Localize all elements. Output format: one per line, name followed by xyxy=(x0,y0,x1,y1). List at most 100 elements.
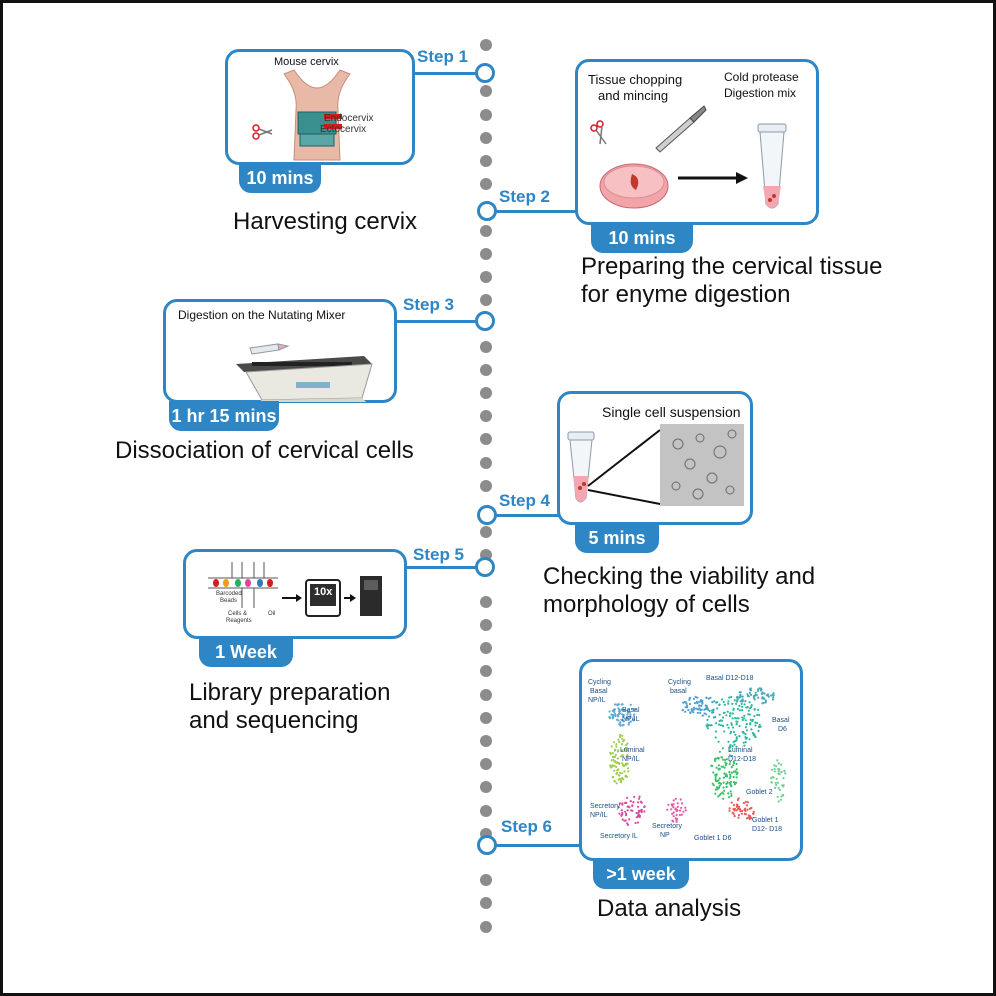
umap-point xyxy=(738,735,741,738)
umap-point xyxy=(750,728,753,731)
umap-point xyxy=(712,784,715,787)
umap-point xyxy=(736,707,740,710)
umap-point xyxy=(622,740,625,743)
endocervix-label: Endocervix xyxy=(324,113,374,124)
umap-point xyxy=(714,759,717,762)
umap-point xyxy=(706,723,709,726)
umap-point xyxy=(723,711,726,714)
umap-point xyxy=(728,714,731,718)
umap-point xyxy=(740,812,743,815)
timeline-dot xyxy=(480,758,492,771)
umap-point xyxy=(773,767,776,771)
oil-label: Oil xyxy=(268,611,276,617)
umap-cluster-label: Basal xyxy=(590,688,608,695)
umap-point xyxy=(621,803,624,806)
umap-point xyxy=(708,709,711,713)
umap-point xyxy=(613,760,616,763)
umap-point xyxy=(688,698,691,701)
umap-point xyxy=(703,712,706,715)
umap-point xyxy=(617,768,620,771)
cervix-illustration xyxy=(252,69,351,161)
umap-point xyxy=(682,810,685,813)
umap-point xyxy=(626,709,629,712)
umap-point xyxy=(619,777,622,780)
umap-point xyxy=(735,745,738,748)
umap-point xyxy=(738,696,741,699)
timeline-dot xyxy=(480,920,492,933)
umap-point xyxy=(714,775,717,778)
umap-point xyxy=(720,719,724,722)
umap-point xyxy=(739,694,742,698)
umap-point xyxy=(679,809,682,812)
umap-point xyxy=(777,800,780,803)
umap-point xyxy=(746,808,749,811)
umap-point xyxy=(731,726,734,729)
umap-point xyxy=(643,805,646,809)
umap-point xyxy=(733,781,736,784)
umap-point xyxy=(718,719,721,723)
umap-point xyxy=(729,775,732,778)
umap-point xyxy=(772,694,775,697)
nutating-mixer-illustration xyxy=(236,343,373,402)
umap-point xyxy=(736,720,739,723)
umap-point xyxy=(730,754,734,758)
umap-point xyxy=(741,809,744,813)
umap-point xyxy=(625,744,628,747)
umap-cluster-label: D6 xyxy=(778,726,787,733)
umap-point xyxy=(740,702,743,705)
umap-point xyxy=(626,822,629,825)
beads-label-2: Beads xyxy=(220,598,238,604)
umap-point xyxy=(636,821,640,824)
umap-point xyxy=(674,817,677,820)
umap-point xyxy=(701,702,704,705)
cells-label-2: Reagents xyxy=(226,618,252,624)
umap-point xyxy=(640,810,643,814)
umap-point xyxy=(731,745,734,748)
step5-label: Step 5 xyxy=(413,545,465,564)
umap-point xyxy=(783,769,786,772)
umap-point xyxy=(640,808,643,812)
umap-point xyxy=(730,794,733,797)
umap-point xyxy=(732,764,735,767)
umap-point xyxy=(720,698,724,701)
umap-point xyxy=(758,687,761,690)
umap-point xyxy=(728,746,731,749)
step1-card: Mouse cervix Endocervix Ectocervix xyxy=(225,49,415,165)
umap-point xyxy=(728,763,731,766)
umap-point xyxy=(697,708,700,711)
umap-point xyxy=(745,729,749,732)
umap-point xyxy=(738,691,741,694)
umap-point xyxy=(709,696,712,699)
umap-point xyxy=(776,759,779,762)
umap-point xyxy=(626,711,629,714)
umap-point xyxy=(726,775,729,778)
umap-point xyxy=(744,733,747,736)
umap-point xyxy=(684,809,687,812)
step3-label: Step 3 xyxy=(403,295,455,314)
umap-point xyxy=(753,733,756,736)
umap-point xyxy=(746,801,749,804)
umap-point xyxy=(696,711,699,714)
umap-point xyxy=(617,774,621,777)
umap-point xyxy=(619,755,623,758)
umap-point xyxy=(620,814,623,817)
umap-point xyxy=(726,710,729,713)
umap-point xyxy=(776,781,780,784)
cells-label-1: Cells & xyxy=(228,611,248,617)
umap-point xyxy=(745,722,748,726)
umap-point xyxy=(729,732,732,735)
umap-point xyxy=(760,692,763,696)
umap-point xyxy=(617,806,620,809)
umap-point xyxy=(738,724,741,728)
step1-title: Harvesting cervix xyxy=(233,208,418,235)
umap-point xyxy=(727,726,730,729)
umap-cluster-label: Basal D12-D18 xyxy=(706,675,754,682)
timeline-dot xyxy=(480,39,492,51)
umap-point xyxy=(670,803,673,806)
umap-point xyxy=(676,805,679,808)
digestion-mix-caption: Digestion mix xyxy=(724,86,797,100)
umap-cluster-label: Secretory xyxy=(590,803,620,810)
umap-point xyxy=(724,761,727,764)
umap-point xyxy=(757,696,760,699)
umap-point xyxy=(744,741,747,744)
